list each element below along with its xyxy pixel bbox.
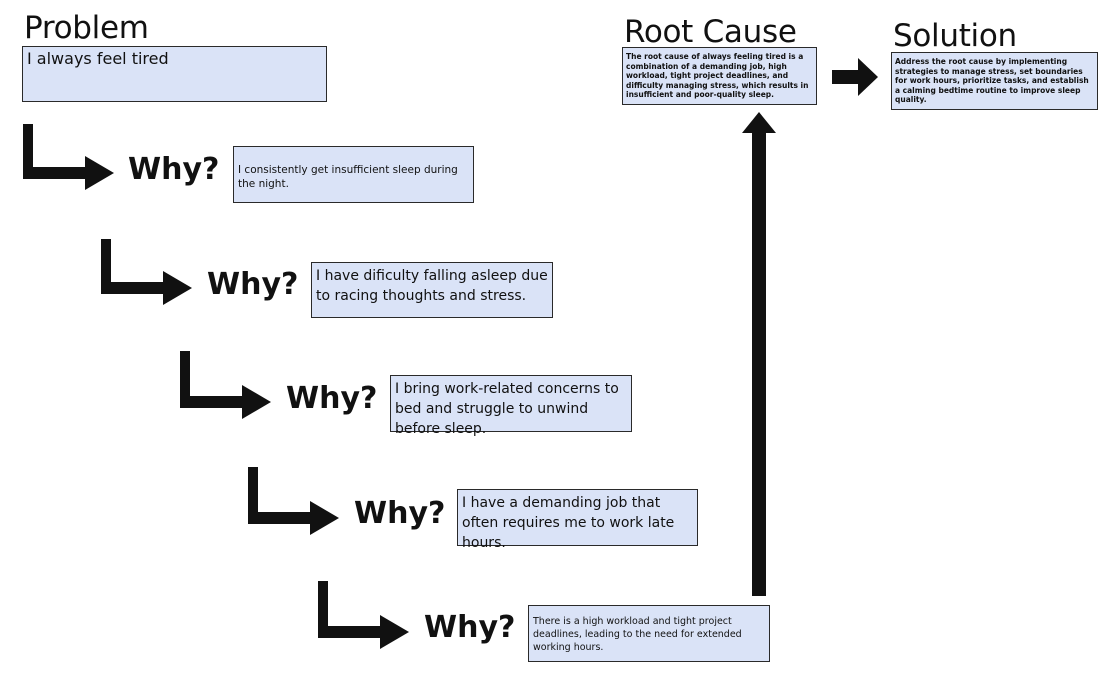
why-label-5: Why? (424, 610, 516, 645)
elbow-arrow-icon (248, 467, 339, 535)
elbow-arrow-icon (180, 351, 271, 419)
solution-heading: Solution (893, 18, 1017, 54)
why-label-3: Why? (286, 381, 378, 416)
solution-text: Address the root cause by implementing s… (895, 57, 1089, 104)
why-answer-box-2: I have dificulty falling asleep due to r… (311, 262, 553, 318)
why-label-4: Why? (354, 496, 446, 531)
problem-heading: Problem (24, 10, 149, 46)
elbow-arrow-icon (101, 239, 192, 305)
root-cause-box: The root cause of always feeling tired i… (622, 47, 817, 105)
elbow-arrow-icon (318, 581, 409, 649)
why-answer-text-1: I consistently get insufficient sleep du… (238, 164, 458, 190)
right-arrow-icon (832, 58, 878, 96)
why-answer-box-3: I bring work-related concerns to bed and… (390, 375, 632, 437)
why-answer-text-5: There is a high workload and tight proje… (533, 616, 742, 653)
up-arrow-icon (742, 112, 776, 596)
why-label-1: Why? (128, 152, 220, 187)
why-answer-text-4: I have a demanding job that often requir… (462, 495, 675, 551)
problem-text: I always feel tired (27, 49, 169, 68)
root-cause-text: The root cause of always feeling tired i… (626, 52, 809, 99)
why-answer-text-2: I have dificulty falling asleep due to r… (316, 268, 548, 304)
solution-box: Address the root cause by implementing s… (891, 52, 1098, 110)
why-answer-box-5: There is a high workload and tight proje… (528, 605, 770, 662)
elbow-arrow-icon (23, 124, 114, 190)
why-label-2: Why? (207, 267, 299, 302)
root-cause-heading: Root Cause (624, 14, 797, 50)
why-answer-box-4: I have a demanding job that often requir… (457, 489, 698, 551)
why-answer-box-1: I consistently get insufficient sleep du… (233, 146, 474, 203)
why-answer-text-3: I bring work-related concerns to bed and… (395, 381, 619, 437)
problem-box: I always feel tired (22, 46, 327, 102)
